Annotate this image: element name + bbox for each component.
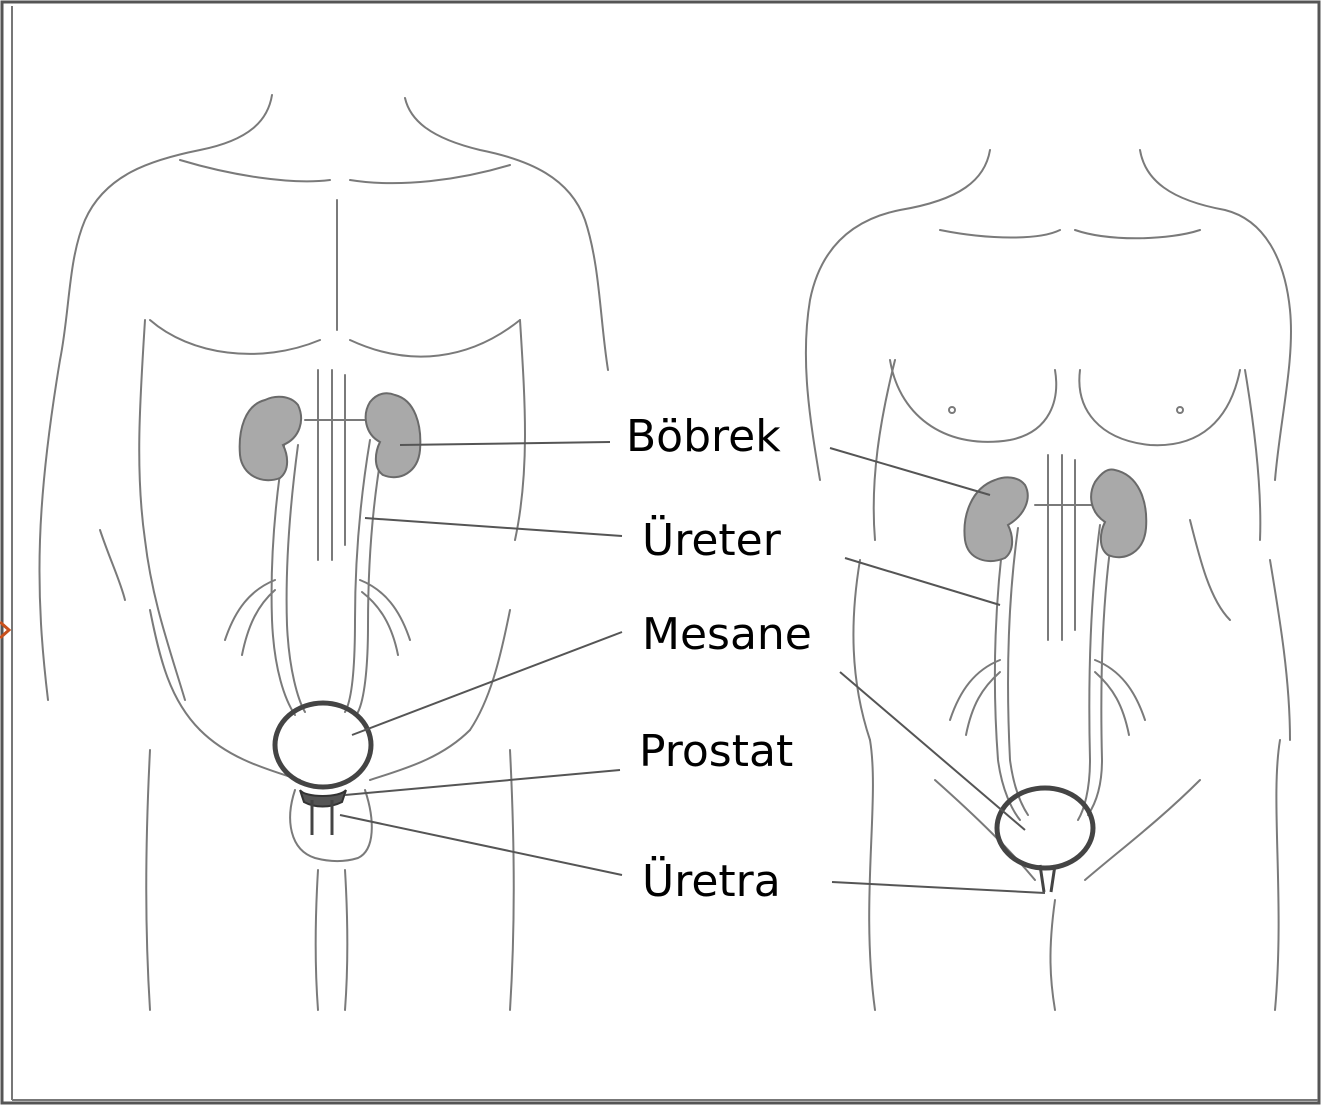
label-uretra: Üretra xyxy=(628,853,795,911)
male-kidneys xyxy=(240,393,421,480)
label-mesane: Mesane xyxy=(628,606,826,664)
label-ureter: Üreter xyxy=(628,512,795,570)
leader-bobrek-female xyxy=(830,448,990,495)
female-kidney-right xyxy=(1091,470,1146,558)
leader-ureter-male xyxy=(365,518,622,536)
label-bobrek: Böbrek xyxy=(612,408,795,466)
leader-mesane-male xyxy=(352,632,622,735)
female-bladder xyxy=(997,788,1093,868)
male-kidney-right xyxy=(366,393,421,477)
leader-lines xyxy=(340,442,1045,893)
male-kidney-left xyxy=(240,397,301,481)
female-kidneys xyxy=(964,470,1146,561)
male-bladder xyxy=(275,703,371,787)
male-prostate xyxy=(300,790,346,807)
leader-uretra-male xyxy=(340,815,622,875)
label-prostat: Prostat xyxy=(625,723,807,781)
leader-ureter-female xyxy=(845,558,1000,605)
male-figure xyxy=(39,95,608,1010)
female-figure xyxy=(806,150,1291,1010)
leader-uretra-female xyxy=(832,882,1045,893)
leader-bobrek-male xyxy=(400,442,610,445)
